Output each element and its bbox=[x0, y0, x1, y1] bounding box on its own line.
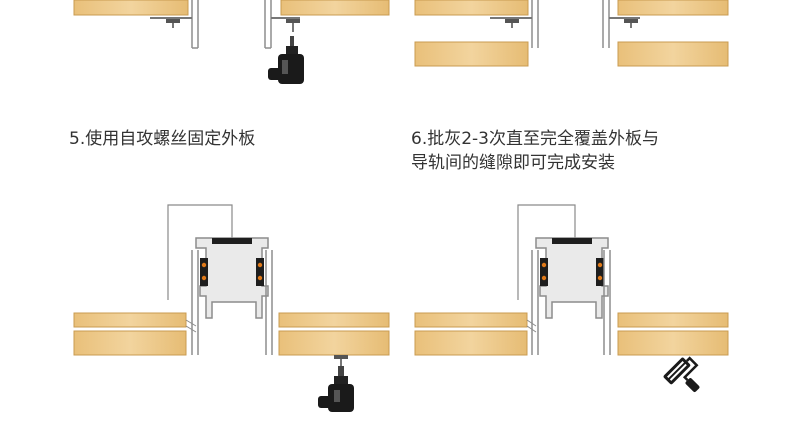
led-dot bbox=[597, 262, 603, 268]
led-strip bbox=[256, 258, 264, 286]
screw-icon bbox=[286, 19, 300, 32]
step-6-caption: 6.批灰2-3次直至完全覆盖外板与 导轨间的缝隙即可完成安装 bbox=[411, 127, 659, 175]
led-strip bbox=[596, 258, 604, 286]
screw-icon bbox=[334, 355, 348, 366]
profile-leg bbox=[264, 0, 272, 49]
profile-leg bbox=[191, 250, 199, 355]
wood-board bbox=[73, 330, 187, 356]
top-left-panel bbox=[73, 0, 390, 84]
profile-leg bbox=[602, 0, 610, 48]
step-6-caption-line-1: 6.批灰2-3次直至完全覆盖外板与 bbox=[411, 129, 659, 149]
wood-board bbox=[414, 0, 529, 16]
led-strip bbox=[540, 258, 548, 286]
profile-leg bbox=[265, 250, 273, 355]
wood-board bbox=[73, 312, 187, 328]
led-dot bbox=[541, 275, 547, 281]
drill-icon bbox=[318, 366, 354, 412]
wood-board bbox=[617, 312, 729, 328]
wood-board bbox=[73, 0, 189, 16]
profile-leg bbox=[531, 0, 539, 48]
joint-seam bbox=[185, 319, 197, 333]
screw-icon bbox=[166, 19, 180, 28]
profile-leg bbox=[531, 250, 539, 355]
step-5-caption: 5.使用自攻螺丝固定外板 bbox=[69, 127, 255, 151]
ceiling-outline bbox=[167, 204, 233, 300]
track-top-bar bbox=[212, 238, 252, 244]
top-right-panel bbox=[414, 0, 729, 67]
wood-board bbox=[414, 330, 528, 356]
wood-board bbox=[414, 312, 528, 328]
led-dot bbox=[257, 262, 263, 268]
led-strip bbox=[200, 258, 208, 286]
step-5-caption-line-1: 5.使用自攻螺丝固定外板 bbox=[69, 129, 256, 149]
ceiling-outline bbox=[517, 204, 576, 300]
wood-board bbox=[280, 0, 390, 16]
step-5-diagram bbox=[73, 204, 390, 412]
screw-icon bbox=[505, 19, 519, 28]
profile-leg bbox=[191, 0, 199, 49]
screw-icon bbox=[624, 19, 638, 28]
wood-board bbox=[617, 330, 729, 356]
wood-board bbox=[414, 41, 529, 67]
wood-board bbox=[617, 41, 729, 67]
led-dot bbox=[541, 262, 547, 268]
drill-icon bbox=[268, 36, 304, 84]
track-top-bar bbox=[552, 238, 592, 244]
step-6-caption-line-2: 导轨间的缝隙即可完成安装 bbox=[411, 153, 615, 173]
led-dot bbox=[257, 275, 263, 281]
profile-leg bbox=[603, 250, 611, 355]
wood-board bbox=[278, 330, 390, 356]
led-dot bbox=[201, 275, 207, 281]
wood-board bbox=[617, 0, 729, 16]
step-6-diagram bbox=[414, 204, 729, 393]
wood-board bbox=[278, 312, 390, 328]
led-dot bbox=[201, 262, 207, 268]
led-dot bbox=[597, 275, 603, 281]
paint-roller-icon bbox=[663, 356, 700, 393]
joint-seam bbox=[526, 319, 537, 333]
